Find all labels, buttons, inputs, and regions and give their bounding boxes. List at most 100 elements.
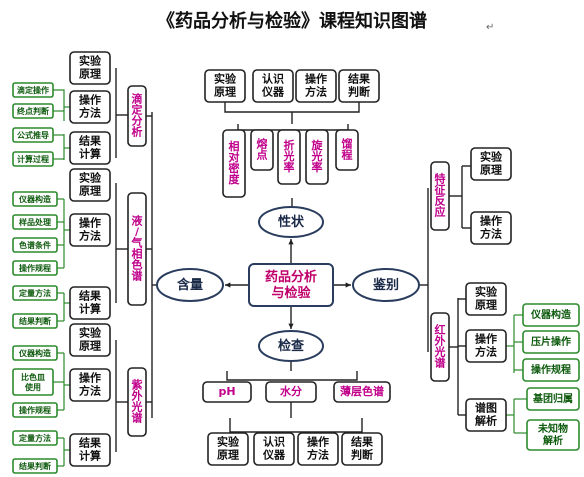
node-label: 滴定分析 [132, 92, 143, 139]
titration-op-0: 滴定操作 [12, 82, 54, 98]
titration-op-l0 [53, 89, 65, 93]
chrom-res-1-frame [12, 313, 58, 329]
titration-result: 结果计算 [69, 131, 111, 165]
uv-op-1: 比色皿使用 [12, 368, 54, 396]
feature-operation: 操作方法 [470, 211, 512, 245]
trait-method-2-frame [277, 129, 301, 185]
uv-op-2-frame [12, 402, 58, 418]
uv-result: 结果计算 [69, 433, 111, 467]
node-label: 认识仪器 [262, 435, 286, 462]
node-label: 操作方法 [480, 214, 502, 241]
titration-res-0: 公式推导 [12, 127, 54, 143]
hub-traits: 性状 [258, 206, 324, 238]
node-label: 相对密度 [229, 139, 241, 186]
ir-principle: 实验原理 [465, 282, 507, 316]
node-label: pH [218, 385, 235, 398]
chrom-op-1-frame [12, 214, 58, 230]
top-common-1: 认识仪器 [252, 69, 294, 103]
top-common-2: 操作方法 [295, 69, 337, 103]
node-label: 结果判断 [350, 435, 373, 462]
node-label: 操作规程 [19, 263, 51, 273]
chrom-op-1: 样品处理 [12, 214, 58, 230]
node-label: 熔点 [257, 137, 269, 162]
trait-method-0: 相对密度 [222, 129, 246, 198]
ir-principle-frame [465, 282, 507, 316]
chrom-operation-frame [69, 213, 111, 247]
ir-operation: 操作方法 [465, 329, 507, 363]
ir-op-0-frame [522, 303, 580, 327]
ir-op-2-frame [522, 358, 580, 382]
top-common-0-frame [204, 69, 246, 103]
feature-principle-frame [470, 147, 512, 181]
arrow-to-content-head [225, 282, 231, 288]
titration-principle-frame [69, 51, 111, 85]
titration-principle: 实验原理 [69, 51, 111, 85]
uv-res-1: 结果判断 [12, 458, 58, 474]
titration-op-0-frame [12, 82, 54, 98]
content-method-0: 滴定分析 [127, 85, 147, 147]
traits-bracket [237, 124, 349, 131]
node-label: 结果判断 [19, 316, 51, 326]
node-label: 实验原理 [217, 435, 240, 462]
chrom-principle-frame [69, 168, 111, 202]
ir-spectrum: 谱图解析 [465, 398, 507, 432]
top-common-0: 实验原理 [204, 69, 246, 103]
bottom-common-2-frame [297, 432, 339, 466]
node-label: 薄层色谱 [340, 384, 384, 398]
node-label: 结果判断 [19, 461, 51, 471]
identify-method-1: 红外光谱 [430, 312, 450, 382]
hub-content: 含量 [156, 268, 224, 302]
content-method-1-frame [127, 192, 147, 306]
chrom-principle: 实验原理 [69, 168, 111, 202]
feature-principle: 实验原理 [470, 147, 512, 181]
node-label: 检查 [278, 338, 305, 354]
bottom-common-3: 结果判断 [341, 432, 383, 466]
chrom-result: 结果计算 [69, 286, 111, 320]
uv-res-1-frame [12, 458, 58, 474]
node-label: 红外光谱 [434, 323, 446, 370]
ir-sp-0-frame [526, 387, 580, 411]
inspect-item-water-frame [265, 381, 317, 403]
top-common-3-frame [338, 69, 380, 103]
node-label: 仪器构造 [18, 348, 51, 358]
content-method-1: 液/气相色谱 [127, 192, 147, 306]
uv-op-1-frame [12, 368, 54, 396]
identify-method-0: 特征反应 [430, 161, 450, 231]
trait-method-0-frame [222, 129, 246, 198]
ir-spectrum-frame [465, 398, 507, 432]
top-common-3: 结果判断 [338, 69, 380, 103]
ir-sp-1-frame [526, 419, 580, 451]
node-label: 含量 [176, 277, 203, 293]
ir-op-0: 仪器构造 [522, 303, 580, 327]
node-label: 仪器构造 [530, 308, 572, 321]
uv-operation: 操作方法 [69, 368, 111, 402]
node-label: 馏程 [342, 137, 353, 162]
inspect-item-tlc-frame [333, 381, 391, 403]
uv-op-0: 仪器构造 [12, 345, 58, 361]
center-node: 药品分析与检验 [248, 263, 334, 307]
titration-operation: 操作方法 [69, 90, 111, 124]
content-method-0-frame [127, 85, 147, 147]
node-label: 比色皿使用 [21, 372, 45, 392]
bottom-common-1: 认识仪器 [253, 432, 295, 466]
node-label: 操作方法 [79, 216, 101, 243]
node-label: 操作方法 [79, 371, 101, 398]
inspect-item-water: 水分 [265, 381, 317, 403]
chrom-op-2-frame [12, 237, 58, 253]
page-title: 《药品分析与检验》课程知识图谱 [157, 10, 427, 32]
ir-op-1-frame [522, 330, 580, 354]
hub-traits-outline [258, 206, 324, 238]
chrom-res-0-frame [12, 285, 58, 301]
top-common-bracket [224, 102, 360, 113]
bottom-common-1-frame [253, 432, 295, 466]
node-label: 结果计算 [78, 134, 101, 161]
hub-identify-outline [352, 268, 420, 302]
chrom-res-1: 结果判断 [12, 313, 58, 329]
node-label: 基团归属 [532, 392, 573, 405]
chrom-op-0: 仪器构造 [12, 191, 58, 207]
trait-method-3-frame [305, 129, 329, 185]
titration-op-1: 终点判断 [12, 103, 54, 119]
node-label: 折光率 [283, 138, 295, 174]
node-label: 水分 [280, 384, 302, 398]
